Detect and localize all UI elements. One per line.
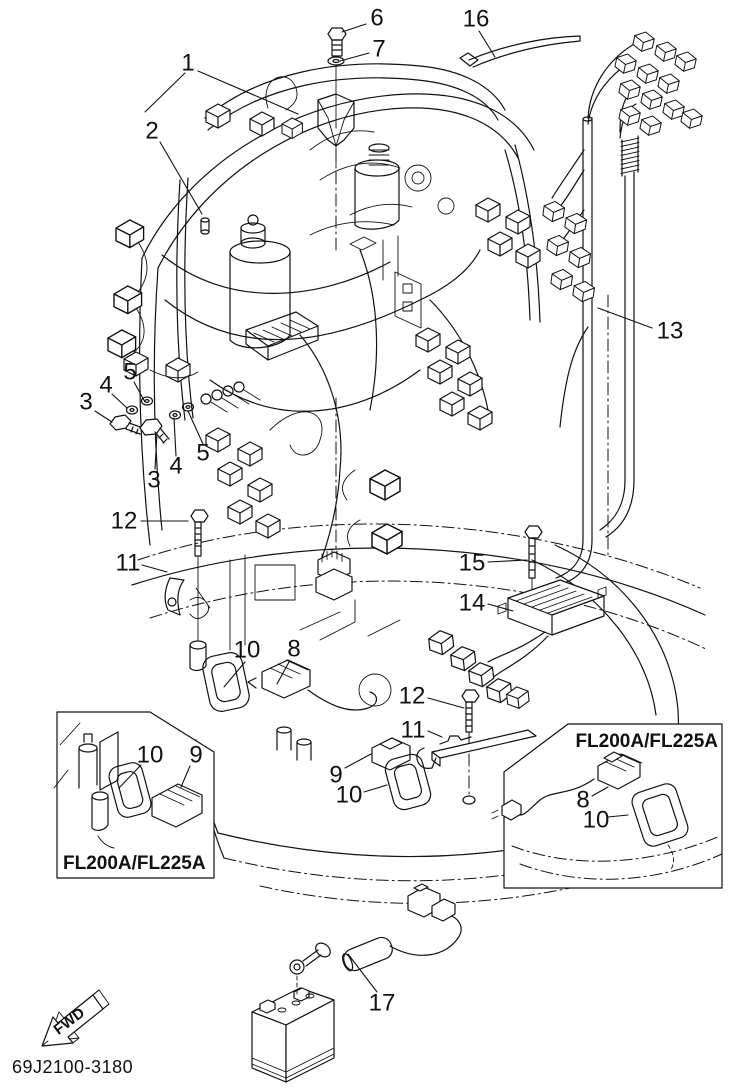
callout-17: 17 xyxy=(369,990,396,1017)
rectifier-assembly-art xyxy=(427,525,607,711)
callout-16: 16 xyxy=(463,6,490,33)
callout-5-leader xyxy=(187,410,204,445)
callout-3-leader xyxy=(154,432,158,470)
callout-4: 4 xyxy=(99,372,112,399)
left-connector-column-art xyxy=(107,177,199,421)
callout-5: 5 xyxy=(123,359,136,386)
callout-8-leader xyxy=(276,661,290,685)
callout-3: 3 xyxy=(147,467,160,494)
callout-15-leader xyxy=(487,559,528,563)
callout-11: 11 xyxy=(116,550,141,577)
callout-13-leader xyxy=(597,307,653,329)
callout-4-leader xyxy=(111,393,128,409)
callout-6: 6 xyxy=(370,5,383,32)
fwd-arrow: FWD xyxy=(41,989,110,1047)
callout-14-leader xyxy=(487,603,514,612)
callout-10: 10 xyxy=(336,782,363,809)
callout-1-leader xyxy=(144,72,186,113)
callout-1: 1 xyxy=(181,50,194,77)
callout-8: 8 xyxy=(287,636,300,663)
engine-block-art xyxy=(139,93,541,559)
callout-17-leader xyxy=(347,953,378,993)
callout-10-leader xyxy=(118,764,142,789)
callout-11-leader xyxy=(427,730,443,738)
callout-10: 10 xyxy=(583,807,610,834)
callout-10-leader xyxy=(607,814,629,818)
callout-4-leader xyxy=(173,417,177,457)
callout-2: 2 xyxy=(145,118,158,145)
connector-clusters-art xyxy=(205,197,541,601)
callout-2-leader xyxy=(159,141,203,215)
bolt-washer-sets-art xyxy=(109,396,195,444)
callout-3: 3 xyxy=(79,389,92,416)
drawing-number: 69J2100-3180 xyxy=(12,1057,133,1077)
trim-sensor-art xyxy=(202,652,378,712)
callout-12: 12 xyxy=(111,508,138,535)
callout-8-leader xyxy=(591,786,609,797)
inset-left-label: FL200A/FL225A xyxy=(63,853,206,874)
inset-box-left: FL200A/FL225A xyxy=(53,711,215,879)
callout-5: 5 xyxy=(196,440,209,467)
callout-14: 14 xyxy=(459,590,486,617)
callout-10: 10 xyxy=(137,742,164,769)
battery-assembly-art xyxy=(251,883,462,1083)
bracket-bolt-left-art xyxy=(164,509,211,672)
callout-12: 12 xyxy=(399,683,426,710)
callout-5-leader xyxy=(133,381,146,403)
callout-10-leader xyxy=(223,661,246,688)
callout-9-leader xyxy=(180,765,191,788)
inset-box-right: FL200A/FL225A xyxy=(491,723,723,889)
callout-7: 7 xyxy=(372,36,385,63)
callout-9-leader xyxy=(344,753,372,769)
center-small-parts-art xyxy=(276,689,537,811)
callout-1-leader xyxy=(197,70,299,115)
callout-7-leader xyxy=(339,52,370,62)
callout-10-leader xyxy=(363,784,388,793)
callout-3-leader xyxy=(94,410,113,423)
callout-6-leader xyxy=(341,23,367,33)
callout-13: 13 xyxy=(657,318,684,345)
callout-8: 8 xyxy=(576,787,589,814)
callout-10: 10 xyxy=(234,637,261,664)
callout-9: 9 xyxy=(189,742,202,769)
callout-15: 15 xyxy=(459,550,486,577)
top-harness-art xyxy=(200,63,506,235)
callout-4: 4 xyxy=(169,453,182,480)
callout-9: 9 xyxy=(329,762,342,789)
callout-16-leader xyxy=(478,30,496,58)
callout-12-leader xyxy=(427,697,465,709)
callout-11: 11 xyxy=(401,717,426,744)
spark-plug-leads-art xyxy=(541,29,704,585)
callout-11-leader xyxy=(141,564,168,573)
inset-right-label: FL200A/FL225A xyxy=(575,731,718,752)
cable-tie-art xyxy=(459,35,581,68)
bolt-and-washer-art xyxy=(317,27,355,166)
